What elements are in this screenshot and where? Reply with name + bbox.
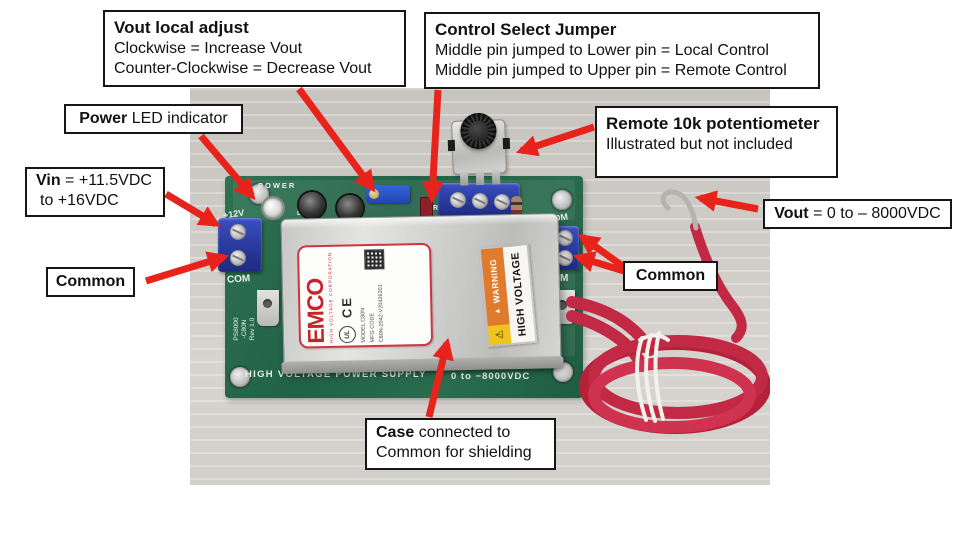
warning-pointer-icon: ▲	[493, 306, 502, 316]
callout-title: Control Select Jumper	[435, 20, 617, 39]
silkscreen-d1: D1	[297, 210, 306, 217]
callout-label: Common	[55, 272, 126, 290]
pot-pin-2	[475, 168, 485, 186]
callout-bold: Vout	[774, 204, 809, 222]
pot-clip-left	[447, 139, 456, 152]
pot-clip-right	[502, 137, 511, 150]
silkscreen-r: R	[433, 205, 439, 212]
callout-line: Middle pin jumped to Upper pin = Remote …	[435, 62, 787, 80]
mounting-hole-bottom-left	[230, 367, 250, 387]
silkscreen-com-left: COM	[226, 273, 251, 286]
tab-hole	[263, 299, 272, 308]
capacitor-1	[299, 192, 325, 218]
control-terminal-block	[438, 183, 520, 217]
pot-pin-3	[491, 168, 501, 185]
silkscreen-part-number: PS8000 -C80N Rev 1.0	[233, 302, 259, 356]
callout-common-left: Common	[46, 267, 135, 297]
callout-vout-local-adjust: Vout local adjust Clockwise = Increase V…	[103, 10, 406, 87]
callout-vin: Vin = +11.5VDC to +16VDC	[25, 167, 165, 217]
silkscreen-board-title: HIGH VOLTAGE POWER SUPPLY	[245, 369, 427, 380]
trimmer-screw	[369, 189, 379, 199]
hazard-triangle-icon: ⚠	[487, 324, 512, 346]
pot-pin-1	[459, 169, 469, 186]
high-voltage-warning-sticker: ⚠ ▲ WARNING HIGH VOLTAGE	[479, 243, 538, 347]
emco-logo: EMCO	[301, 277, 330, 344]
input-terminal-block	[218, 218, 262, 272]
callout-remote-potentiometer: Remote 10k potentiometer Illustrated but…	[595, 106, 838, 178]
silkscreen-power: POWER	[258, 181, 297, 190]
module-label-content: EMCO HIGH VOLTAGE CORPORATION UL CE MODE…	[301, 248, 427, 344]
control-terminal-screw-3	[494, 194, 510, 210]
callout-line: Clockwise = Increase Vout	[114, 39, 303, 57]
pcb-board: POWER +12V COM D1 R COM	[218, 176, 583, 398]
wire-hook	[660, 189, 699, 231]
emco-hv-module-case: EMCO HIGH VOLTAGE CORPORATION UL CE MODE…	[280, 213, 562, 371]
module-code: C80N-2042-V20426201	[377, 283, 385, 342]
remote-potentiometer	[447, 112, 511, 186]
callout-bold: Vin	[36, 172, 61, 189]
part-number-line2: -C80N	[240, 319, 248, 339]
callout-line: Counter-Clockwise = Decrease Vout	[114, 60, 372, 78]
mounting-hole-top-right	[552, 190, 572, 210]
callout-line: Common for shielding	[376, 444, 532, 462]
callout-bold: Power	[79, 109, 128, 127]
callout-common-right: Common	[623, 261, 718, 291]
white-tie-string	[635, 331, 670, 423]
callout-line: to +16VDC	[40, 192, 119, 210]
part-number-line3: Rev 1.0	[248, 317, 256, 341]
resistor	[511, 196, 522, 228]
part-number-line1: PS8000	[233, 317, 240, 341]
callout-vout: Vout = 0 to – 8000VDC	[763, 199, 952, 229]
ce-mark-icon: CE	[339, 295, 355, 318]
common-in-terminal-screw	[230, 250, 246, 266]
emco-module-label: EMCO HIGH VOLTAGE CORPORATION UL CE MODE…	[297, 242, 434, 349]
callout-rest: LED indicator	[127, 109, 228, 127]
vin-terminal-screw	[230, 224, 246, 240]
tab-hole	[557, 300, 567, 310]
power-led	[263, 198, 283, 218]
common-out-screw-2	[557, 250, 573, 266]
potentiometer-knob	[459, 112, 498, 150]
vout-adjust-trimmer	[366, 185, 410, 203]
callout-control-select-jumper: Control Select Jumper Middle pin jumped …	[424, 12, 820, 89]
case-ground-tab-left	[257, 290, 279, 326]
callout-title: Vout local adjust	[114, 18, 249, 37]
control-terminal-screw-1	[450, 192, 466, 208]
common-out-screw-1	[557, 230, 573, 246]
callout-case: Case connected to Common for shielding	[365, 418, 556, 470]
warning-text: WARNING	[487, 258, 502, 304]
qr-code-icon	[364, 248, 385, 270]
callout-line: Illustrated but not included	[606, 135, 793, 153]
callout-rest: = +11.5VDC	[60, 172, 152, 189]
red-hv-wires	[566, 222, 770, 434]
callout-title: Remote 10k potentiometer	[606, 114, 820, 133]
callout-rest: connected to	[414, 424, 511, 441]
callout-bold: Case	[376, 424, 415, 441]
ul-mark-icon: UL	[338, 325, 357, 343]
emco-logo-subtitle: HIGH VOLTAGE CORPORATION	[327, 251, 335, 343]
silkscreen-voltage-range: 0 to −8000VDC	[451, 371, 531, 382]
control-terminal-screw-2	[472, 193, 488, 209]
callout-rest: = 0 to – 8000VDC	[808, 204, 941, 222]
callout-label: Common	[635, 266, 706, 284]
callout-power-led: Power LED indicator	[64, 104, 243, 134]
callout-line: Middle pin jumped to Lower pin = Local C…	[435, 41, 769, 59]
